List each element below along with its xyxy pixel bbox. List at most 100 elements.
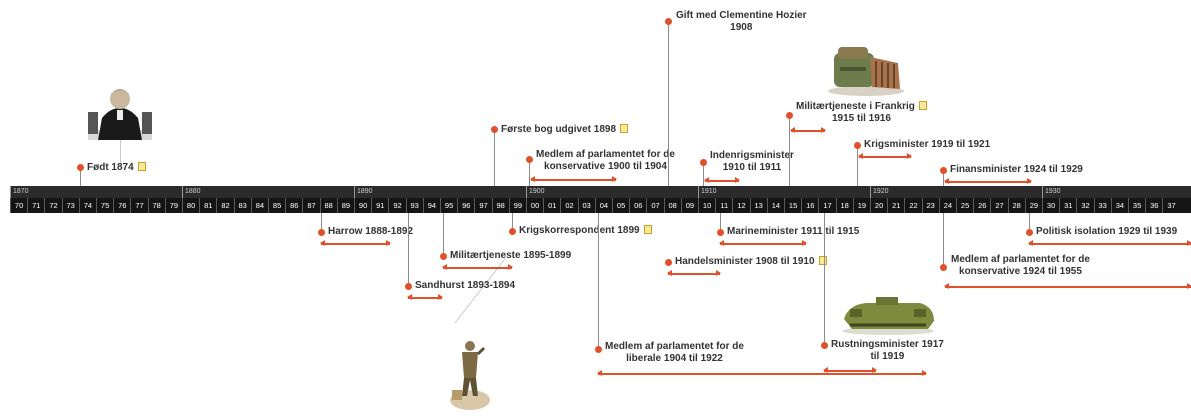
event-stem [494,130,495,186]
decade-tick-label: 1930 [1042,186,1191,198]
event-harrow-label: Harrow 1888-1892 [328,226,414,237]
year-tick-label: 76 [113,198,130,213]
event-range [858,153,912,159]
event-marker [405,283,412,290]
event-range [1028,240,1191,246]
year-tick-label: 87 [302,198,319,213]
event-marker [665,259,672,266]
event-stem [529,159,530,186]
year-tick-label: 17 [818,198,835,213]
event-stem [789,115,790,186]
note-icon[interactable] [643,225,652,234]
note-icon[interactable] [918,101,927,110]
note-icon[interactable] [818,256,827,265]
event-stem [943,213,944,267]
year-tick-label: 01 [543,198,560,213]
year-tick-label: 28 [1007,198,1025,213]
event-range [442,264,513,270]
year-tick-label: 16 [801,198,818,213]
event-marker [665,18,672,25]
event-marker [509,228,516,235]
year-tick-label: 12 [732,198,749,213]
year-tick-label: 25 [956,198,973,213]
event-range [667,270,721,276]
year-tick-label: 96 [457,198,474,213]
event-war-secretary-label: Krigsminister 1919 til 1921 [864,139,991,150]
event-range [597,370,927,376]
decade-tick-label: 1900 [526,186,698,198]
year-tick-label: 83 [233,198,251,213]
year-tick-label: 21 [887,198,904,213]
year-tick-label: 85 [268,198,285,213]
year-tick-label: 90 [354,198,371,213]
year-tick-label: 05 [612,198,629,213]
year-tick-label: 22 [904,198,921,213]
year-tick-label: 15 [784,198,801,213]
year-tick-label: 93 [405,198,423,213]
year-tick-label: 04 [594,198,612,213]
decade-tick-label: 1880 [182,186,354,198]
churchill-portrait [88,89,152,140]
year-tick-label: 27 [990,198,1007,213]
event-navy-minister-label: Marineminister 1911 til 1915 [727,226,860,237]
year-tick-label: 24 [938,198,956,213]
event-war-correspondent-label: Krigskorrespondent 1899 [519,225,652,237]
year-tick-label: 82 [216,198,233,213]
event-stem [408,213,409,287]
year-tick-label: 95 [440,198,457,213]
event-born-label: Født 1874 [87,162,146,174]
decade-tick-label: 1890 [354,186,526,198]
event-military-service-label: Militærtjeneste 1895-1899 [450,250,572,261]
event-marker [940,167,947,174]
note-icon[interactable] [620,124,629,133]
event-range [944,283,1191,289]
year-tick-label: 88 [319,198,337,213]
event-stem [943,170,944,186]
event-stem [703,162,704,186]
year-tick-label: 35 [1128,198,1145,213]
event-marker [526,156,533,163]
event-isolation-label: Politisk isolation 1929 til 1939 [1036,226,1178,237]
year-tick-label: 29 [1024,198,1042,213]
decade-tick-label: 1870 [10,186,182,198]
year-tick-label: 13 [749,198,767,213]
event-range [944,178,1032,184]
event-stem [857,146,858,186]
year-tick-label: 10 [698,198,715,213]
event-marker [940,264,947,271]
year-tick-label: 08 [663,198,681,213]
event-marker [821,342,828,349]
year-tick-label: 80 [182,198,199,213]
year-tick-label: 97 [474,198,491,213]
year-tick-label: 03 [577,198,595,213]
year-tick-label: 98 [491,198,509,213]
year-tick-label: 92 [388,198,405,213]
event-range [790,127,826,133]
year-tick-label: 89 [336,198,354,213]
event-marker [491,126,498,133]
tank-picture [842,297,934,335]
year-tick-label: 02 [560,198,577,213]
year-tick-label: 78 [147,198,165,213]
year-tick-label: 23 [921,198,939,213]
note-icon[interactable] [137,162,146,171]
event-marker [717,229,724,236]
year-tick-label: 11 [715,198,732,213]
year-tick-label: 99 [508,198,526,213]
event-marker [854,142,861,149]
picture-connector [120,140,121,164]
military-gear-picture [828,47,904,96]
event-range [530,176,617,182]
event-range [320,240,391,246]
year-tick-label: 73 [61,198,79,213]
